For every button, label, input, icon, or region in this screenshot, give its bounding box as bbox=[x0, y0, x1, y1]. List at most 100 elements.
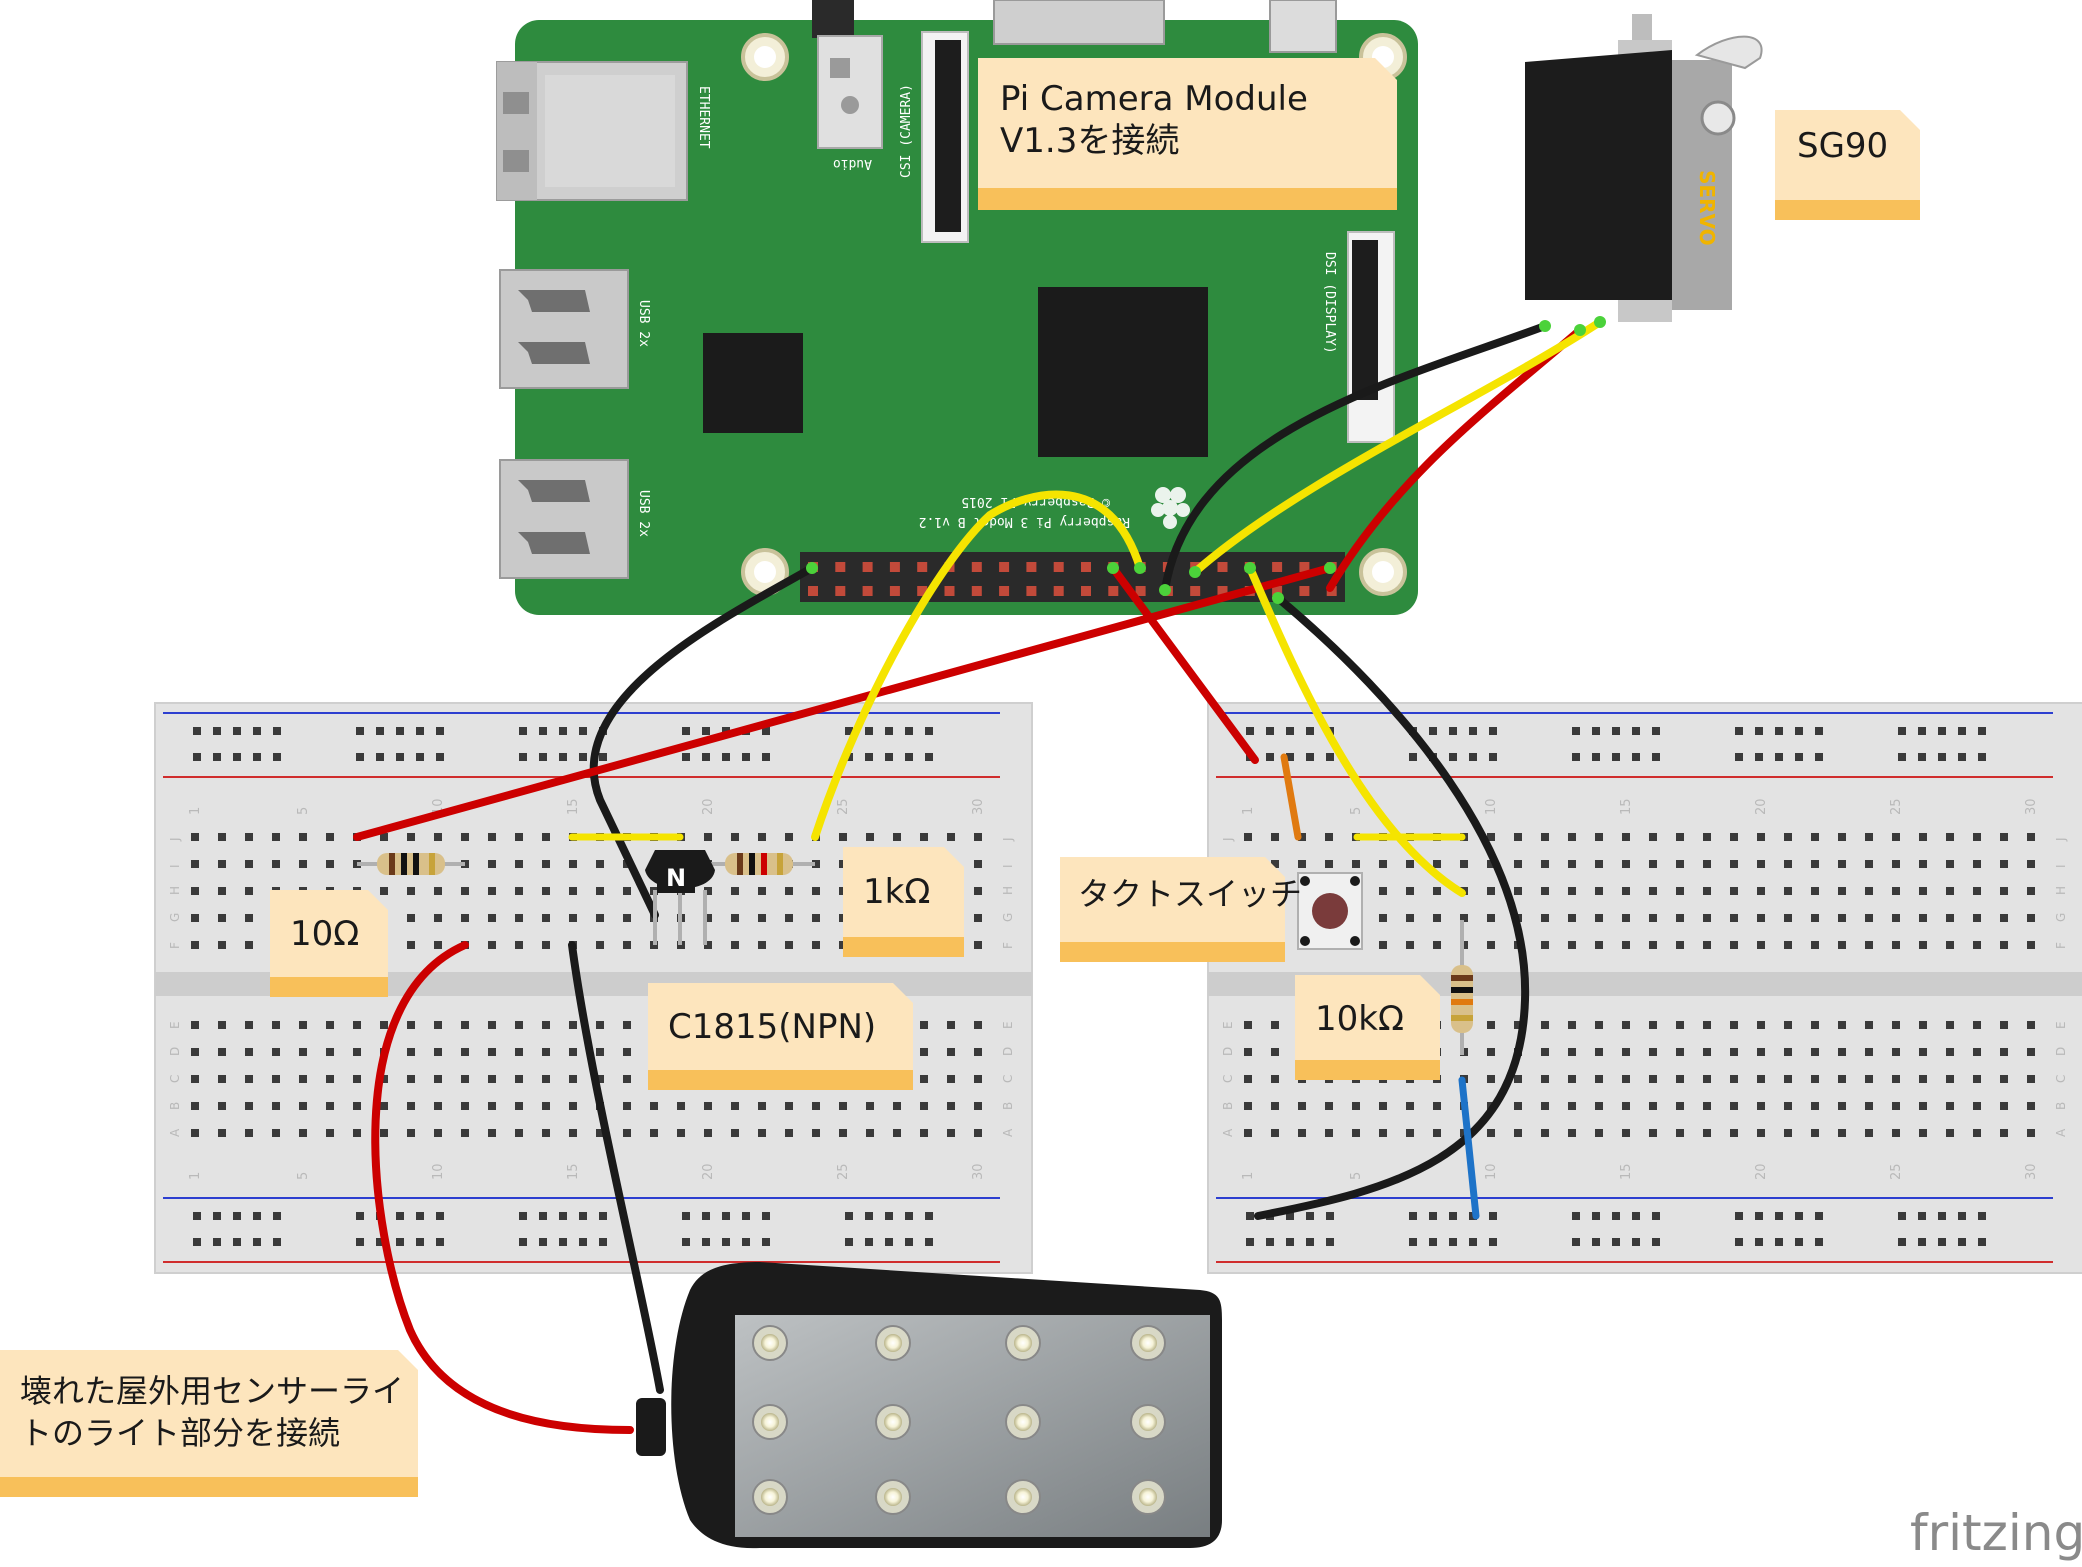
rail-hole bbox=[885, 1238, 893, 1246]
rail-hole bbox=[559, 1212, 567, 1220]
rail-hole bbox=[1815, 1212, 1823, 1220]
column-number: 20 bbox=[1754, 798, 1769, 815]
breadboard-hole bbox=[434, 1048, 442, 1056]
breadboard-hole bbox=[299, 833, 307, 841]
breadboard-hole bbox=[434, 1129, 442, 1137]
breadboard-hole bbox=[1784, 887, 1792, 895]
breadboard-hole bbox=[1649, 887, 1657, 895]
rail-hole bbox=[213, 727, 221, 735]
breadboard-hole bbox=[1649, 1021, 1657, 1029]
jumper-blue bbox=[1458, 1076, 1480, 1220]
breadboard-hole bbox=[380, 1021, 388, 1029]
breadboard-hole bbox=[434, 1102, 442, 1110]
gpio-pin bbox=[999, 562, 1010, 572]
breadboard-hole bbox=[974, 914, 982, 922]
breadboard-hole bbox=[1244, 833, 1252, 841]
breadboard-hole bbox=[2000, 860, 2008, 868]
breadboard-hole bbox=[1838, 860, 1846, 868]
breadboard-hole bbox=[191, 1048, 199, 1056]
rail-hole bbox=[1592, 1212, 1600, 1220]
breadboard-hole bbox=[1973, 1048, 1981, 1056]
rail-hole bbox=[1449, 1238, 1457, 1246]
breadboard-hole bbox=[245, 1075, 253, 1083]
breadboard-hole bbox=[1919, 1048, 1927, 1056]
breadboard-hole bbox=[299, 1048, 307, 1056]
rail-hole bbox=[1409, 1238, 1417, 1246]
rail-hole bbox=[885, 1212, 893, 1220]
breadboard-hole bbox=[1622, 1075, 1630, 1083]
breadboard-hole bbox=[2027, 1129, 2035, 1137]
breadboard-hole bbox=[1784, 1102, 1792, 1110]
breadboard-hole bbox=[488, 833, 496, 841]
note-1k-ohm: 1kΩ bbox=[843, 847, 964, 957]
breadboard-hole bbox=[1595, 1075, 1603, 1083]
breadboard-hole bbox=[1406, 1129, 1414, 1137]
gpio-pin bbox=[889, 562, 900, 572]
breadboard-hole bbox=[434, 941, 442, 949]
column-number: 5 bbox=[296, 807, 311, 815]
rail-hole bbox=[1978, 753, 1986, 761]
breadboard-hole bbox=[758, 914, 766, 922]
rail-hole bbox=[925, 753, 933, 761]
breadboard-hole bbox=[1568, 1021, 1576, 1029]
breadboard-hole bbox=[218, 1021, 226, 1029]
breadboard-hole bbox=[1811, 941, 1819, 949]
breadboard-hole bbox=[272, 1075, 280, 1083]
breadboard-hole bbox=[1379, 941, 1387, 949]
breadboard-hole bbox=[677, 1129, 685, 1137]
breadboard-hole bbox=[1244, 1021, 1252, 1029]
breadboard-hole bbox=[1514, 1075, 1522, 1083]
row-letter: B bbox=[1001, 1102, 1015, 1110]
breadboard-hole bbox=[947, 1129, 955, 1137]
rail-hole bbox=[1409, 753, 1417, 761]
rail-hole bbox=[416, 753, 424, 761]
breadboard-hole bbox=[623, 914, 631, 922]
wire-light-ground bbox=[568, 941, 664, 1394]
rail-hole bbox=[1612, 1238, 1620, 1246]
rail-hole bbox=[1938, 753, 1946, 761]
note-switch: タクトスイッチ bbox=[1060, 857, 1302, 962]
breadboard-hole bbox=[1784, 914, 1792, 922]
rail-hole bbox=[702, 727, 710, 735]
breadboard-hole bbox=[218, 941, 226, 949]
breadboard-hole bbox=[1568, 887, 1576, 895]
rail-hole bbox=[1815, 753, 1823, 761]
rail-hole bbox=[1755, 1238, 1763, 1246]
breadboard-hole bbox=[1730, 1102, 1738, 1110]
rail-hole bbox=[193, 1212, 201, 1220]
breadboard-hole bbox=[974, 833, 982, 841]
note-light-line1: 壊れた屋外用センサーライ bbox=[20, 1372, 404, 1410]
column-number: 25 bbox=[1889, 1163, 1904, 1180]
breadboard-hole bbox=[326, 833, 334, 841]
rail-hole bbox=[1775, 1238, 1783, 1246]
breadboard-hole bbox=[2027, 1102, 2035, 1110]
breadboard-hole bbox=[515, 860, 523, 868]
column-number: 5 bbox=[296, 1172, 311, 1180]
servo-label: SERVO bbox=[1695, 170, 1719, 246]
rail-hole bbox=[253, 753, 261, 761]
row-letter: E bbox=[1001, 1021, 1015, 1029]
breadboard-hole bbox=[380, 1102, 388, 1110]
rail-hole bbox=[579, 1238, 587, 1246]
row-letter: C bbox=[1221, 1075, 1235, 1083]
row-letter: B bbox=[2054, 1102, 2068, 1110]
breadboard-hole bbox=[1622, 914, 1630, 922]
rail-hole bbox=[1326, 753, 1334, 761]
breadboard-hole bbox=[434, 914, 442, 922]
rail-hole bbox=[559, 1238, 567, 1246]
breadboard-hole bbox=[1379, 1102, 1387, 1110]
row-letter: J bbox=[168, 837, 182, 842]
breadboard-hole bbox=[1352, 1129, 1360, 1137]
breadboard-hole bbox=[623, 1048, 631, 1056]
breadboard-hole bbox=[1838, 1048, 1846, 1056]
gpio-pin bbox=[999, 586, 1010, 596]
breadboard-hole bbox=[407, 887, 415, 895]
breadboard-hole bbox=[1460, 860, 1468, 868]
breadboard-hole bbox=[488, 1021, 496, 1029]
rail-hole bbox=[436, 727, 444, 735]
breadboard-hole bbox=[461, 1129, 469, 1137]
row-letter: C bbox=[168, 1075, 182, 1083]
rail-hole bbox=[1795, 727, 1803, 735]
breadboard-hole bbox=[1595, 1048, 1603, 1056]
